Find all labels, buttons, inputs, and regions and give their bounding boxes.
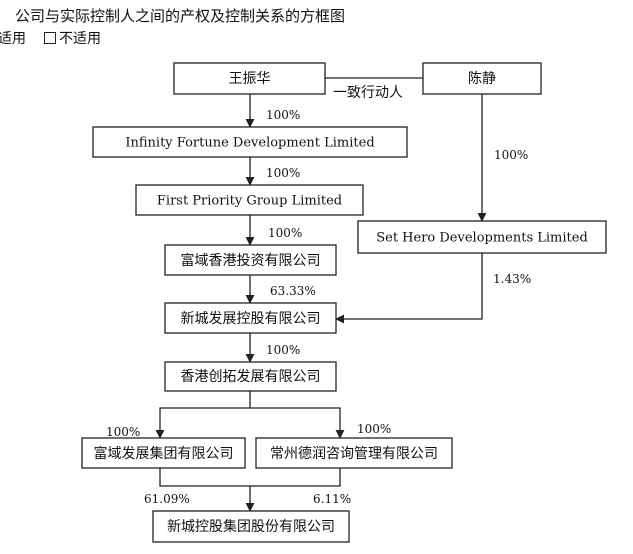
- node-sethero-label: Set Hero Developments Limited: [376, 231, 588, 246]
- pct-fuyu-xc: 63.33%: [270, 284, 316, 298]
- pct-chen-sethero: 100%: [494, 148, 528, 162]
- node-fuyu-hk-label: 富域香港投资有限公司: [181, 252, 321, 269]
- pct-first-fuyu: 100%: [268, 226, 302, 240]
- node-infinity-label: Infinity Fortune Development Limited: [125, 136, 374, 151]
- node-xc-holding: 新城控股集团股份有限公司: [152, 510, 350, 543]
- pct-fy-holding: 61.09%: [144, 492, 190, 506]
- node-xc-dev-label: 新城发展控股有限公司: [181, 311, 321, 327]
- pct-sethero-xc: 1.43%: [493, 272, 531, 286]
- node-xc-dev: 新城发展控股有限公司: [164, 302, 337, 334]
- pct-hk-fy: 100%: [106, 425, 140, 439]
- node-first-label: First Priority Group Limited: [157, 194, 342, 209]
- pct-cz-holding: 6.11%: [313, 492, 351, 506]
- not-applicable-label: 不适用: [59, 31, 101, 47]
- node-hk-cx-label: 香港创拓发展有限公司: [181, 369, 321, 385]
- pct-hk-cz: 100%: [357, 422, 391, 436]
- pct-infinity-first: 100%: [266, 166, 300, 180]
- concert-label: 一致行动人: [333, 85, 403, 101]
- arrow-cz-holding: [250, 468, 341, 487]
- branch-line-right: [250, 407, 345, 439]
- checkbox-not-applicable[interactable]: [44, 32, 56, 44]
- node-fuyu-hk: 富域香港投资有限公司: [164, 244, 337, 276]
- node-chen: 陈静: [422, 62, 542, 95]
- pct-wang-infinity: 100%: [266, 108, 300, 122]
- applicable-label: 适用: [0, 31, 26, 47]
- node-infinity: Infinity Fortune Development Limited: [92, 126, 408, 158]
- applicability-line: 适用 不适用: [0, 28, 101, 48]
- node-xc-holding-label: 新城控股集团股份有限公司: [167, 518, 335, 535]
- arrow-fy-holding: [159, 468, 255, 512]
- page-title: 公司与实际控制人之间的产权及控制关系的方框图: [15, 7, 346, 25]
- branch-line: [155, 391, 251, 439]
- node-hk-cx: 香港创拓发展有限公司: [164, 361, 337, 392]
- node-wang: 王振华: [173, 62, 326, 95]
- arrow-sethero-xc: [335, 253, 483, 324]
- node-fy-group-label: 富域发展集团有限公司: [94, 445, 234, 462]
- node-sethero: Set Hero Developments Limited: [357, 220, 607, 254]
- node-cz-mgmt: 常州德润咨询管理有限公司: [255, 437, 453, 469]
- node-fy-group: 富域发展集团有限公司: [81, 437, 246, 469]
- node-first: First Priority Group Limited: [135, 184, 364, 216]
- pct-xc-hk: 100%: [266, 343, 300, 357]
- node-chen-label: 陈静: [468, 70, 496, 87]
- node-cz-mgmt-label: 常州德润咨询管理有限公司: [270, 446, 438, 462]
- node-wang-label: 王振华: [229, 71, 271, 87]
